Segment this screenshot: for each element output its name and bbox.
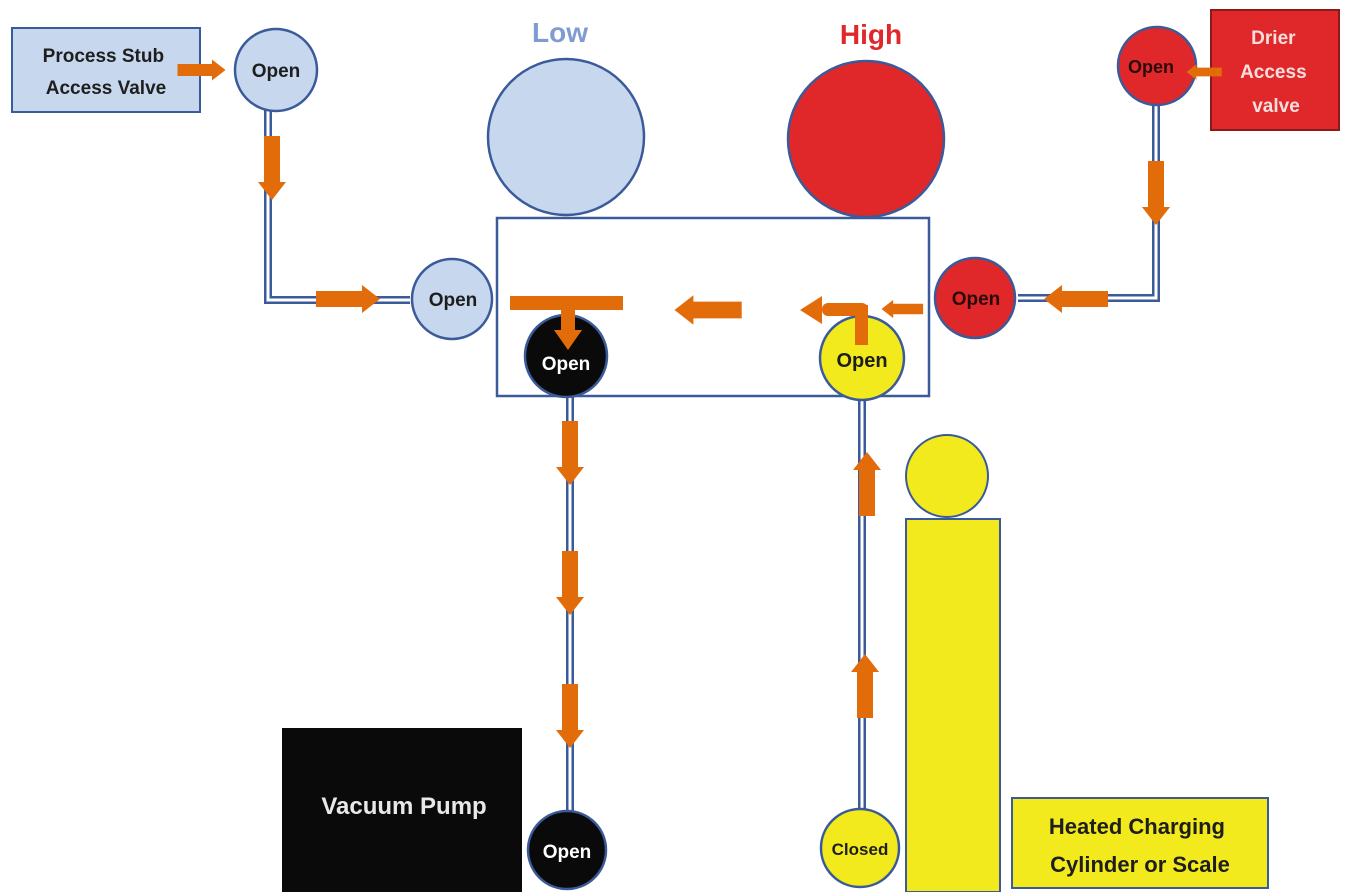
valve-process-stub-state: Open bbox=[252, 61, 301, 82]
low-pressure-gauge bbox=[486, 57, 646, 217]
charging-label: Heated Charging Cylinder or Scale bbox=[1049, 814, 1231, 877]
cylinder-cap bbox=[905, 434, 989, 518]
high-pressure-gauge bbox=[786, 59, 946, 219]
pipes bbox=[264, 104, 1160, 812]
manifold-internal-flow bbox=[510, 296, 868, 350]
pipe-drier bbox=[1018, 104, 1160, 302]
vacuum-pump-label: Vacuum Pump bbox=[321, 793, 486, 820]
flow-arrow bbox=[556, 551, 584, 615]
process-stub-label: Process Stub Access Valve bbox=[43, 46, 170, 99]
valve-low-side-state: Open bbox=[429, 290, 478, 311]
valve-low-side[interactable]: Open bbox=[410, 257, 494, 341]
flow-arrow bbox=[316, 285, 380, 313]
flow-arrow bbox=[853, 452, 881, 516]
flow-arrow bbox=[1142, 161, 1170, 225]
valve-cylinder[interactable]: Closed bbox=[819, 807, 901, 889]
high-gauge-label: High bbox=[840, 19, 902, 50]
flow-arrow bbox=[556, 421, 584, 485]
flow-arrow bbox=[851, 654, 879, 718]
valve-high-side[interactable]: Open bbox=[933, 256, 1017, 340]
flow-arrow bbox=[556, 684, 584, 748]
valve-cylinder-state: Closed bbox=[832, 840, 889, 859]
valve-vacuum-pump[interactable]: Open bbox=[526, 809, 608, 891]
process-stub-box bbox=[11, 27, 201, 113]
charging-cylinder bbox=[905, 518, 1001, 892]
valve-manifold-vacuum-state: Open bbox=[542, 354, 591, 375]
drier-label: Drier Access valve bbox=[1240, 28, 1312, 117]
drier-box bbox=[1210, 9, 1340, 131]
flow-arrow bbox=[1044, 285, 1108, 313]
pipe-process-stub bbox=[264, 108, 410, 304]
vacuum-pump-box bbox=[282, 728, 522, 892]
charging-label-box bbox=[1011, 797, 1269, 889]
valve-manifold-vacuum[interactable]: Open bbox=[523, 313, 609, 399]
valve-process-stub[interactable]: Open bbox=[233, 27, 319, 113]
flow-arrows bbox=[177, 59, 1222, 748]
valve-drier-state: Open bbox=[1128, 57, 1174, 77]
low-gauge-label: Low bbox=[532, 17, 588, 48]
valve-drier[interactable]: Open bbox=[1116, 25, 1198, 107]
valve-manifold-charge-state: Open bbox=[836, 350, 887, 372]
flow-arrow bbox=[258, 136, 286, 200]
valve-vacuum-pump-state: Open bbox=[543, 842, 592, 863]
valve-high-side-state: Open bbox=[952, 289, 1001, 310]
